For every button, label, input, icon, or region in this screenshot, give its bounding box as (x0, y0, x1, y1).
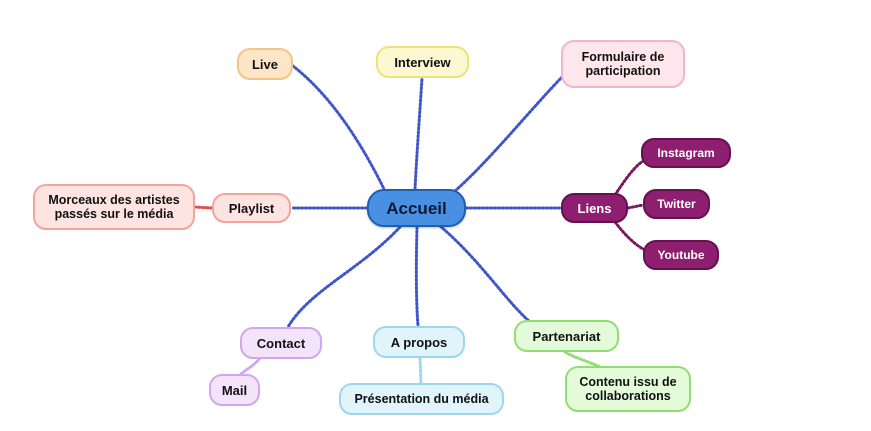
node-presentation[interactable]: Présentation du média (339, 383, 504, 415)
node-youtube[interactable]: Youtube (643, 240, 719, 270)
node-interview[interactable]: Interview (376, 46, 469, 78)
node-partenariat-label: Partenariat (532, 328, 601, 344)
edge-liens-instagram (613, 158, 647, 197)
node-morceaux-line2: passés sur le média (54, 207, 174, 221)
node-live[interactable]: Live (237, 48, 293, 80)
edge-partenariat-contenu (563, 350, 602, 369)
node-liens-label: Liens (577, 200, 612, 216)
edge-contact-mail (238, 356, 262, 377)
node-formulaire[interactable]: Formulaire de participation (561, 40, 685, 88)
node-interview-label: Interview (394, 54, 451, 70)
node-youtube-label: Youtube (657, 247, 705, 262)
node-apropos-label: A propos (390, 334, 448, 350)
node-mail[interactable]: Mail (209, 374, 260, 406)
node-playlist[interactable]: Playlist (212, 193, 291, 223)
edge-accueil-formulaire (453, 74, 565, 193)
edge-accueil-partenariat (438, 224, 532, 324)
node-formulaire-line1: Formulaire de (581, 50, 665, 64)
node-instagram-label: Instagram (657, 145, 715, 160)
edge-liens-twitter (626, 203, 645, 210)
node-live-label: Live (251, 56, 278, 72)
node-liens[interactable]: Liens (561, 193, 628, 223)
node-contenu-line1: Contenu issu de (579, 375, 677, 389)
node-twitter[interactable]: Twitter (643, 189, 710, 219)
node-contenu[interactable]: Contenu issu de collaborations (565, 366, 691, 412)
node-mail-label: Mail (221, 382, 248, 398)
node-contact[interactable]: Contact (240, 327, 322, 359)
edge-accueil-contact (286, 225, 402, 329)
node-twitter-label: Twitter (657, 196, 696, 211)
node-apropos[interactable]: A propos (373, 326, 465, 358)
node-instagram[interactable]: Instagram (641, 138, 731, 168)
edge-accueil-interview (413, 76, 424, 191)
node-accueil-label: Accueil (386, 198, 447, 218)
edge-playlist-morceaux (193, 205, 214, 210)
node-formulaire-line2: participation (585, 64, 661, 78)
node-morceaux[interactable]: Morceaux des artistes passés sur le médi… (33, 184, 195, 230)
edge-liens-youtube (613, 220, 647, 252)
edge-accueil-apropos (414, 225, 420, 328)
node-morceaux-line1: Morceaux des artistes (48, 193, 180, 207)
node-presentation-label: Présentation du média (354, 391, 489, 406)
node-playlist-label: Playlist (228, 200, 275, 216)
node-contenu-line2: collaborations (585, 389, 671, 403)
edge-apropos-presentation (418, 356, 423, 385)
node-partenariat[interactable]: Partenariat (514, 320, 619, 352)
node-contact-label: Contact (256, 335, 306, 351)
node-accueil[interactable]: Accueil (367, 189, 466, 227)
edge-accueil-live (291, 64, 387, 193)
